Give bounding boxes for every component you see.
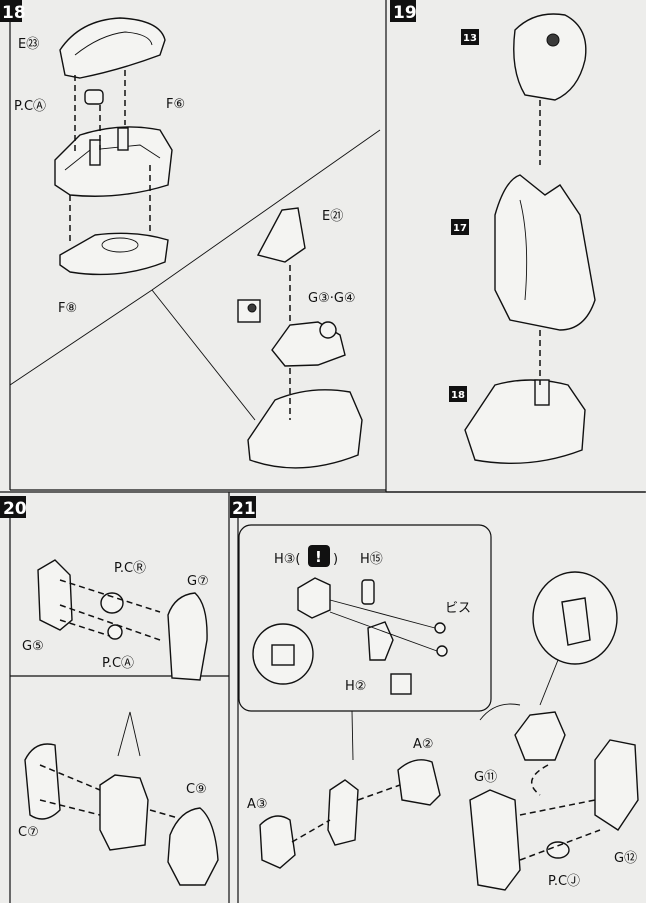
part-a3 xyxy=(259,815,296,869)
label-f8: F⑧ xyxy=(58,301,77,316)
label-e23: E㉓ xyxy=(18,37,39,52)
badge-17-label: 17 xyxy=(453,223,467,234)
step-21-label: 21 xyxy=(232,499,256,519)
part-g12 xyxy=(594,739,639,831)
part-c7 xyxy=(24,743,61,820)
part-f8-base xyxy=(59,232,169,276)
step-18-number: 18 xyxy=(0,0,26,23)
label-pcr: P.CⓇ xyxy=(114,561,146,576)
part-g11 xyxy=(469,789,521,891)
label-h3: H③( xyxy=(274,552,301,567)
label-a3: A③ xyxy=(247,797,268,812)
part-h15 xyxy=(361,579,375,605)
part-a2 xyxy=(397,759,441,806)
step-19-assembly xyxy=(464,13,596,465)
part-waist xyxy=(514,711,566,761)
part-torso-core xyxy=(99,774,149,851)
label-e21: E㉑ xyxy=(322,209,343,224)
part-17-torso xyxy=(494,174,596,331)
label-g12: G⑫ xyxy=(614,851,637,866)
part-pcj xyxy=(546,841,570,859)
part-head-base-lower xyxy=(247,389,363,469)
caution-icon: ! xyxy=(308,545,330,567)
detail-callout-box xyxy=(238,524,492,712)
label-pca-20: P.CⒶ xyxy=(102,656,134,671)
step-20-label: 20 xyxy=(3,499,27,519)
label-h3-close: ) xyxy=(333,552,338,567)
label-h2: H② xyxy=(345,679,366,694)
part-joint-center xyxy=(327,779,359,846)
label-pcj: P.CⒿ xyxy=(548,874,580,889)
screw-1 xyxy=(434,622,446,634)
label-c7: C⑦ xyxy=(18,825,39,840)
step-20-number: 20 xyxy=(0,496,27,519)
badge-13-label: 13 xyxy=(463,33,477,44)
step-20-assembly xyxy=(24,559,219,886)
part-g7 xyxy=(167,592,208,681)
label-g5: G⑤ xyxy=(22,639,44,654)
step-19-label: 19 xyxy=(393,3,417,23)
part-h2 xyxy=(367,621,394,661)
label-c9: C⑨ xyxy=(186,782,207,797)
part-13-head xyxy=(513,13,587,101)
label-bisu: ビス xyxy=(445,601,471,616)
badge-17: 17 xyxy=(451,219,469,235)
part-e21 xyxy=(256,207,306,263)
label-g3-g4: G③·G④ xyxy=(308,291,356,306)
step-18-label: 18 xyxy=(2,3,26,23)
part-pca-20 xyxy=(107,624,123,640)
caution-icon-glyph: ! xyxy=(315,548,322,566)
badge-18-label: 18 xyxy=(451,390,465,401)
tool-icon xyxy=(390,673,412,695)
badge-13: 13 xyxy=(461,29,479,45)
part-c9 xyxy=(167,807,219,886)
part-pca-18 xyxy=(84,89,104,105)
badge-18: 18 xyxy=(449,386,467,402)
label-pca-18: P.CⒶ xyxy=(14,99,46,114)
part-18-base xyxy=(464,379,586,465)
label-a2: A② xyxy=(413,737,434,752)
screw-2 xyxy=(436,645,448,657)
step-18-assembly xyxy=(9,17,381,469)
label-h15: H⑮ xyxy=(360,552,383,567)
step-21-number: 21 xyxy=(230,496,256,519)
label-g7: G⑦ xyxy=(187,574,209,589)
part-e23-cover xyxy=(59,17,166,79)
step-19-number: 19 xyxy=(390,0,417,23)
label-f6: F⑥ xyxy=(166,97,185,112)
part-f6-body xyxy=(54,126,173,197)
step-21-assembly xyxy=(238,524,639,891)
part-g5 xyxy=(37,559,73,631)
label-g11: G⑪ xyxy=(474,770,497,785)
part-h3 xyxy=(297,577,331,619)
